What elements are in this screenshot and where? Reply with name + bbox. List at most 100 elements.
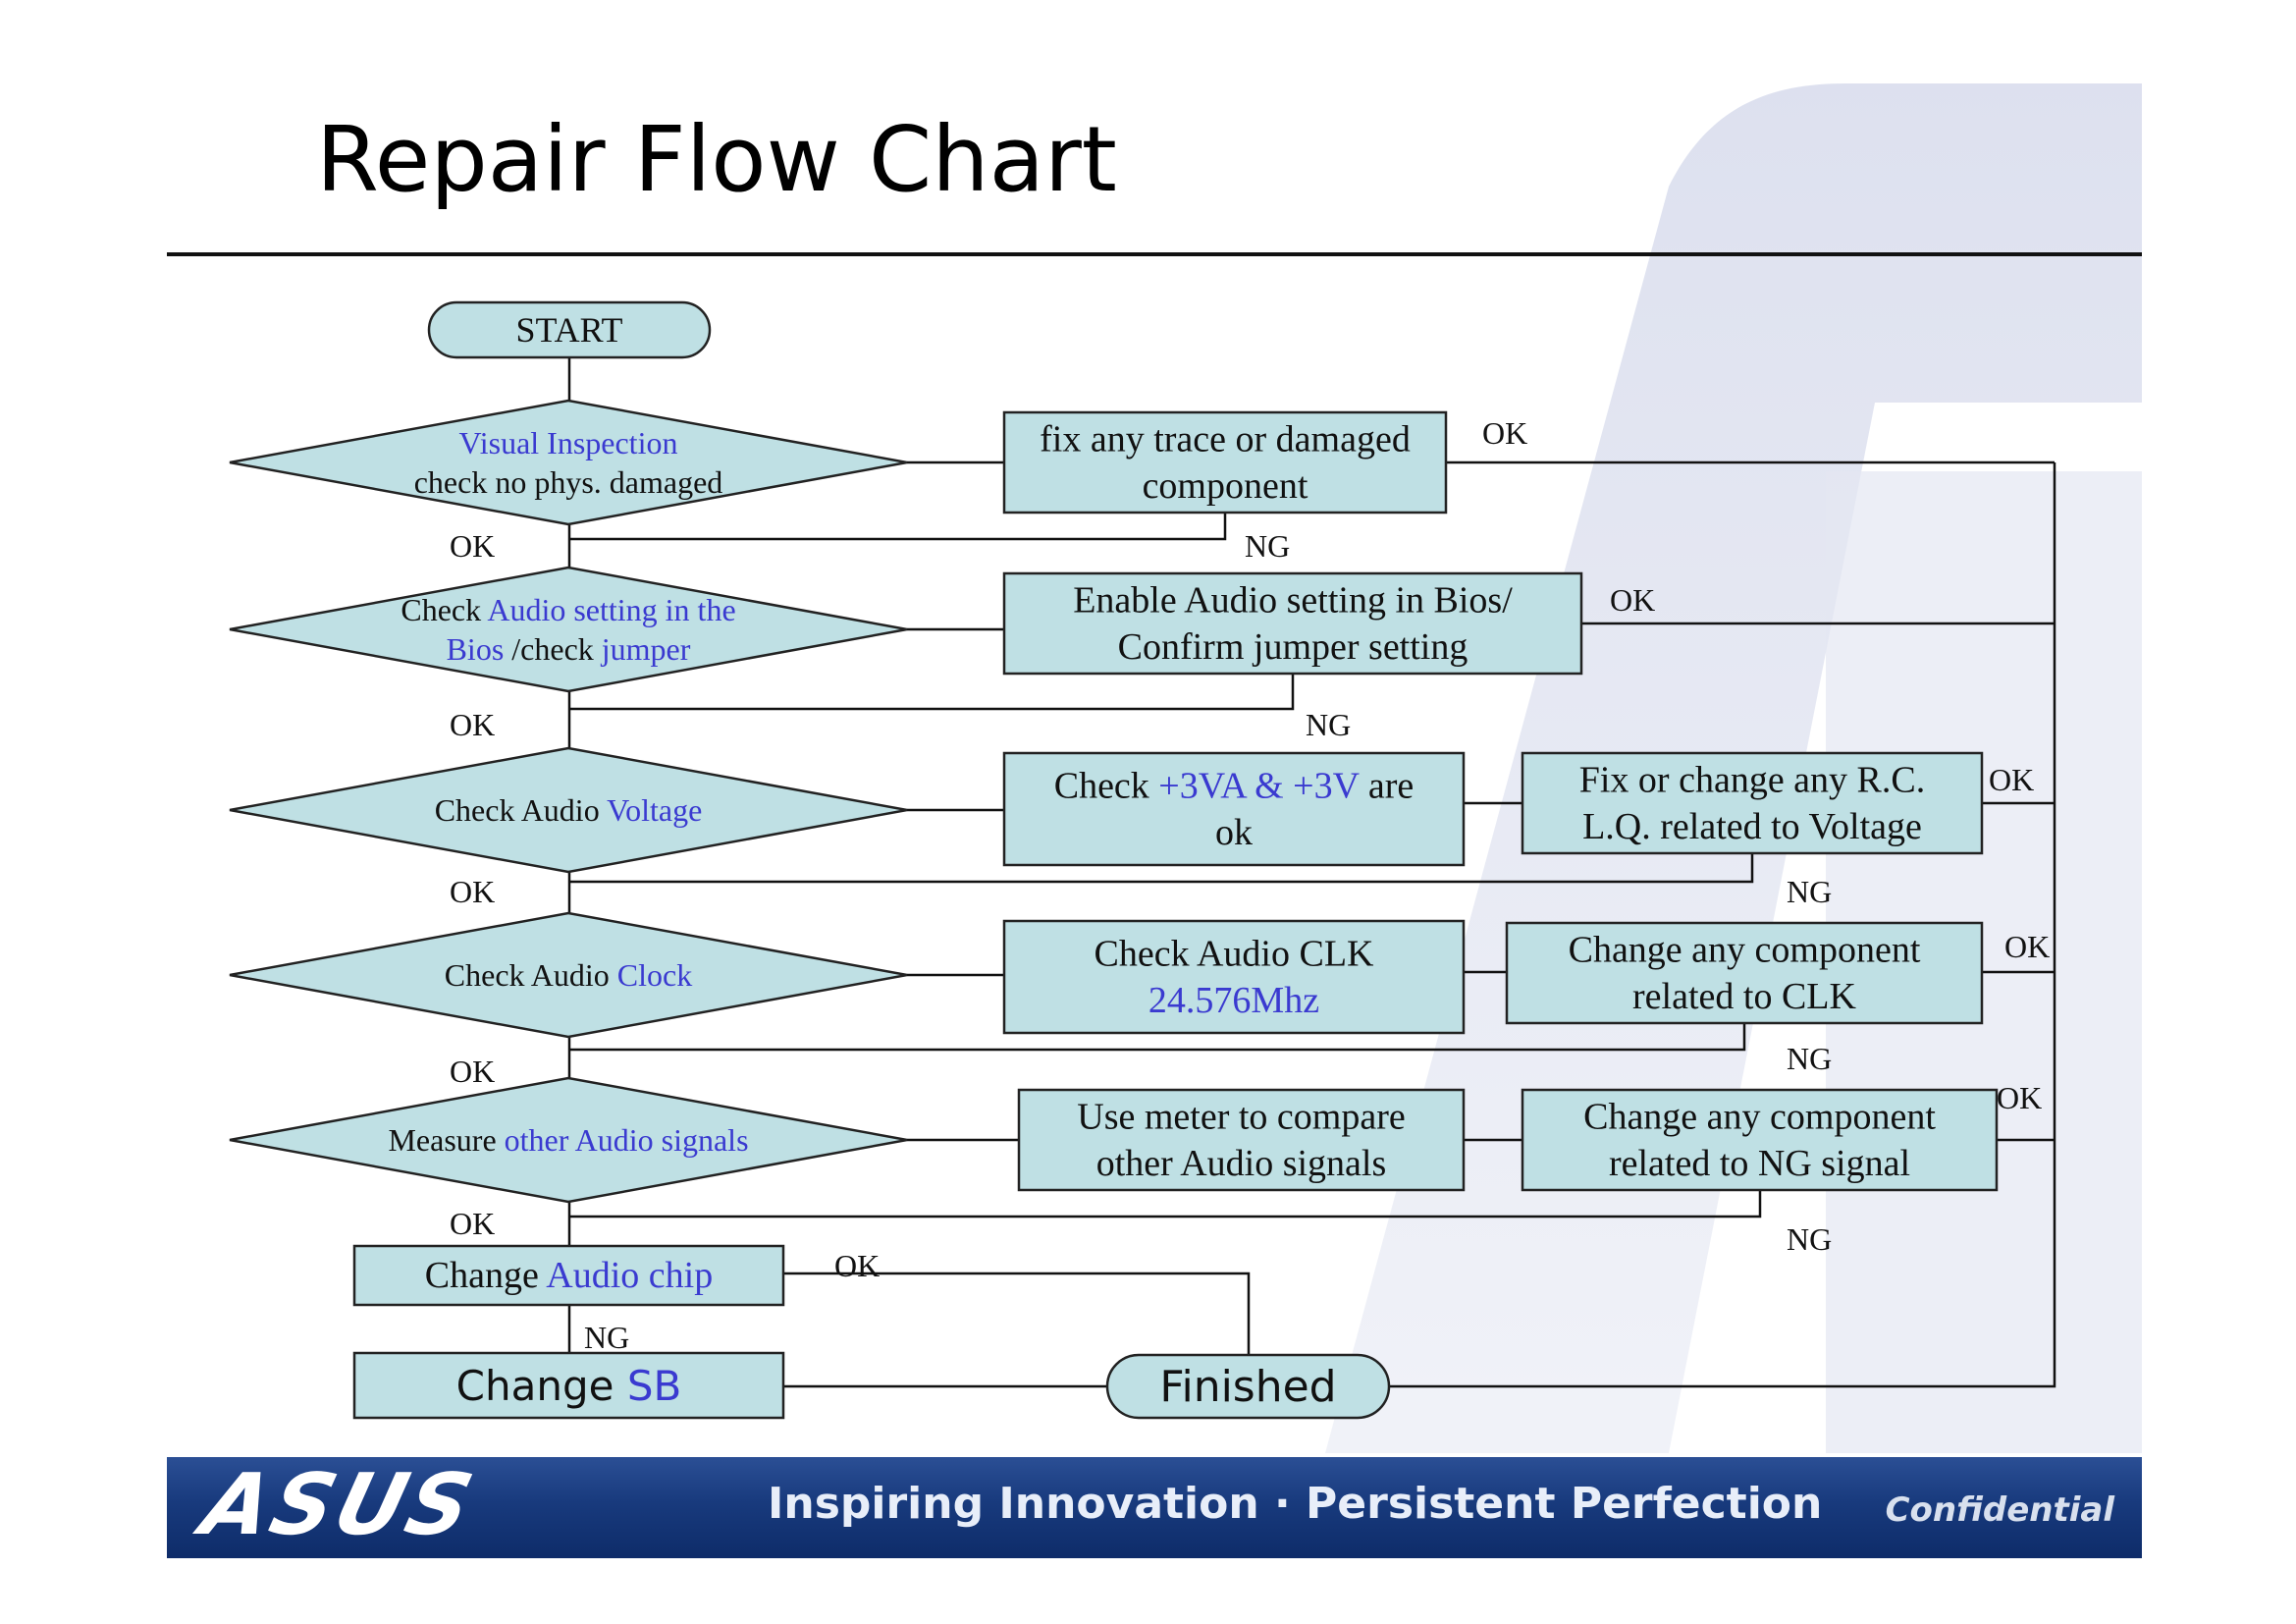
edge-label-p2-ok: OK [1610, 582, 1655, 618]
p1-label: component [1143, 465, 1308, 507]
connector-line [1389, 462, 2056, 1388]
start-terminal [427, 300, 712, 359]
d1-label-part: check no phys. damaged [414, 464, 723, 500]
edge-label-p3b-ng: NG [1787, 874, 1832, 909]
p3b-label-part: Fix or change any R.C. [1579, 759, 1926, 800]
d4-label-part: Check Audio [445, 957, 617, 993]
title-divider [167, 252, 2142, 256]
d4-label: Check Audio Clock [445, 957, 692, 993]
connector-line [569, 513, 1227, 541]
connector-line [569, 853, 1754, 884]
d3-label-part: Check Audio [435, 792, 607, 828]
p3-label-part: Check [1054, 765, 1159, 806]
finished-terminal [1105, 1353, 1391, 1420]
d5-label: Measure other Audio signals [388, 1122, 748, 1158]
edge-label-p2-ng: NG [1306, 707, 1351, 742]
d5-label-part: other Audio signals [505, 1122, 749, 1158]
p4-label: 24.576Mhz [1148, 980, 1319, 1021]
p5-box [1017, 1088, 1466, 1192]
chip-label: Change Audio chip [425, 1255, 713, 1296]
edge-label-p4b-ng: NG [1787, 1041, 1832, 1076]
connector-line [569, 1023, 1746, 1052]
d2-label-part: Bios [447, 631, 505, 667]
p3-label: Check +3VA & +3V are [1054, 765, 1415, 806]
p3-label: ok [1215, 812, 1253, 853]
p3b-label: L.Q. related to Voltage [1582, 806, 1922, 847]
edge-label-d3-ok: OK [450, 874, 495, 909]
edge-label-d5-ok: OK [450, 1206, 495, 1241]
p5-label-part: other Audio signals [1096, 1143, 1387, 1184]
p5-label-part: Use meter to compare [1077, 1096, 1405, 1137]
p1-box [1002, 410, 1448, 514]
d1-label: Visual Inspection [459, 425, 678, 460]
p5-label: Use meter to compare [1077, 1096, 1405, 1137]
d3-label-part: Voltage [607, 792, 702, 828]
connector-line [783, 1272, 1251, 1355]
d2-diamond [229, 566, 908, 693]
d4-diamond [229, 911, 908, 1039]
edge-label-p4b-ok: OK [2004, 929, 2050, 964]
p2-label-part: Enable Audio setting in Bios/ [1073, 579, 1513, 621]
d2-label-part: jumper [601, 631, 691, 667]
page-title: Repair Flow Chart [316, 107, 1117, 212]
p3-label-part: +3VA & +3V [1158, 765, 1360, 806]
chip-box [352, 1244, 785, 1307]
edge-label-p1-ok: OK [1482, 415, 1527, 451]
edge-label-chip-ok: OK [834, 1248, 880, 1283]
footer-banner: ASUS Inspiring Innovation · Persistent P… [167, 1456, 2142, 1558]
finished-label: Finished [1159, 1362, 1336, 1412]
p3b-box [1521, 751, 1984, 855]
d2-label-part: Check [400, 592, 487, 627]
p4b-label: Change any component [1569, 929, 1921, 970]
p4-label-part: 24.576Mhz [1148, 980, 1319, 1021]
p3b-label: Fix or change any R.C. [1579, 759, 1926, 800]
sb-label: Change SB [456, 1362, 682, 1410]
edge-label-chip-ng: NG [584, 1320, 629, 1355]
p3b-label-part: L.Q. related to Voltage [1582, 806, 1922, 847]
p4b-label: related to CLK [1632, 976, 1856, 1017]
p4b-label-part: related to CLK [1632, 976, 1856, 1017]
asus-logo: ASUS [192, 1456, 485, 1554]
d5-label-part: Measure [388, 1122, 504, 1158]
p3-label-part: are [1359, 765, 1414, 806]
sb-label-part: Change [456, 1362, 627, 1410]
connector-line [569, 674, 1295, 711]
p2-label: Enable Audio setting in Bios/ [1073, 579, 1513, 621]
chip-label-part: Audio chip [546, 1255, 713, 1296]
d1-label: check no phys. damaged [414, 464, 723, 500]
p4b-label-part: Change any component [1569, 929, 1921, 970]
d3-label: Check Audio Voltage [435, 792, 703, 828]
edge-label-p1-ng: NG [1245, 528, 1290, 564]
p5b-label: related to NG signal [1609, 1143, 1910, 1184]
d5-diamond [229, 1076, 908, 1204]
p1-label-part: component [1143, 465, 1308, 507]
sb-box [352, 1351, 785, 1420]
p3-label-part: ok [1215, 812, 1253, 853]
p2-box [1002, 571, 1583, 676]
d1-label-part: Visual Inspection [459, 425, 678, 460]
edge-label-d4-ok: OK [450, 1054, 495, 1089]
d1-diamond [229, 399, 908, 526]
p4-label-part: Check Audio CLK [1095, 933, 1375, 974]
edge-label-p3b-ok: OK [1989, 762, 2034, 797]
footer-slogan: Inspiring Innovation · Persistent Perfec… [768, 1479, 1823, 1529]
edge-label-d1-ok: OK [450, 528, 495, 564]
p5b-label-part: Change any component [1583, 1096, 1936, 1137]
p4-box [1002, 919, 1466, 1035]
edge-label-d2-ok: OK [450, 707, 495, 742]
p5b-box [1521, 1088, 1999, 1192]
d3-diamond [229, 746, 908, 874]
p5-label: other Audio signals [1096, 1143, 1387, 1184]
p4b-box [1505, 921, 1984, 1025]
connector-line [569, 1190, 1762, 1218]
p3-box [1002, 751, 1466, 867]
d2-label-part: /check [504, 631, 602, 667]
d2-label: Bios /check jumper [447, 631, 691, 667]
chip-label-part: Change [425, 1255, 546, 1296]
edge-label-p5b-ng: NG [1787, 1221, 1832, 1257]
edge-label-p5b-ok: OK [1997, 1080, 2042, 1115]
p1-label: fix any trace or damaged [1040, 418, 1411, 460]
sb-label-part: SB [627, 1362, 681, 1410]
p2-label: Confirm jumper setting [1118, 626, 1468, 668]
